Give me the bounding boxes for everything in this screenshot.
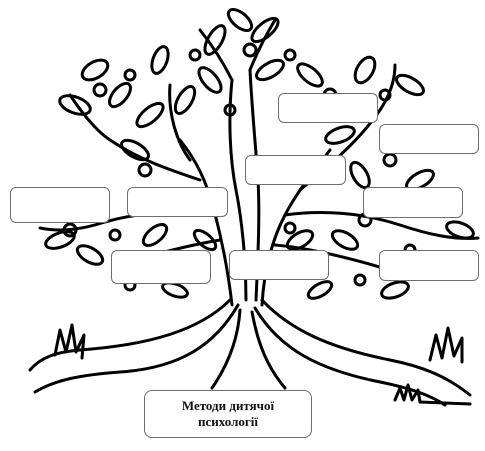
root-center-2 (252, 312, 285, 388)
method-box-2[interactable] (379, 124, 479, 154)
method-box-6[interactable] (363, 187, 463, 218)
title-box: Методи дитячої психології (144, 390, 312, 438)
branch-top-1 (200, 30, 232, 80)
method-box-4[interactable] (10, 187, 110, 223)
method-box-5[interactable] (127, 187, 228, 217)
method-box-3[interactable] (245, 155, 346, 185)
method-box-9[interactable] (379, 250, 479, 281)
method-box-8[interactable] (229, 250, 329, 280)
title-line-2: психології (182, 414, 274, 430)
method-box-7[interactable] (111, 250, 211, 284)
grass-right (430, 328, 462, 362)
method-box-1[interactable] (278, 93, 378, 123)
title-line-1: Методи дитячої (182, 398, 274, 414)
